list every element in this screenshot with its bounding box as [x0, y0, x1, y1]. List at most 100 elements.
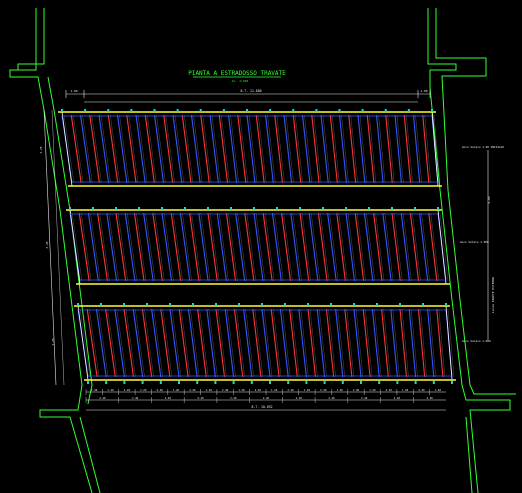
rib-edge: [219, 212, 229, 282]
group-dim-label: 2.40: [427, 396, 434, 400]
rib-edge: [193, 114, 203, 184]
node-marker: [391, 207, 393, 210]
node-marker: [184, 207, 186, 210]
rib-line: [179, 212, 191, 282]
rib-line: [133, 212, 145, 282]
rib-line: [390, 308, 398, 378]
rib-edge: [292, 212, 302, 282]
rib-line: [400, 212, 410, 282]
rib-edge: [337, 308, 345, 378]
rib-line: [163, 114, 174, 184]
node-marker: [207, 207, 209, 210]
rib-line: [132, 308, 144, 378]
rib-edge: [378, 114, 386, 184]
rib-edge: [184, 114, 194, 184]
bottom-node-marker: [323, 381, 326, 384]
bottom-node-marker: [305, 381, 308, 384]
bottom-node-marker: [105, 381, 108, 384]
rib-edge: [144, 308, 154, 378]
rib-edge: [375, 212, 385, 282]
rib-line: [151, 308, 162, 378]
node-marker: [307, 303, 309, 306]
segment-dim-label: 2.40: [255, 388, 262, 392]
rib-line: [329, 114, 338, 184]
rib-line: [412, 114, 421, 184]
rib-edge: [191, 212, 202, 282]
node-marker: [199, 109, 202, 112]
bottom-node-marker: [341, 381, 344, 384]
rib-line: [237, 114, 247, 184]
node-marker: [299, 207, 301, 210]
rib-edge: [73, 114, 84, 184]
rib-line: [436, 308, 444, 378]
bottom-node-marker: [432, 381, 435, 384]
scale-note: Sc. 1:100: [232, 79, 248, 83]
rib-line: [97, 212, 108, 282]
rib-line: [225, 212, 237, 282]
rib-line: [338, 114, 348, 184]
rib-line: [357, 114, 366, 184]
rib-edge: [209, 212, 220, 282]
node-marker: [330, 303, 332, 306]
rib-line: [105, 308, 116, 378]
rib-edge: [174, 114, 184, 184]
bottom-node-marker: [414, 381, 417, 384]
rib-line: [153, 114, 165, 184]
rib-line: [394, 114, 402, 184]
segment-dim-label: 1.20: [271, 388, 278, 392]
rib-edge: [91, 114, 102, 184]
rib-edge: [211, 114, 221, 184]
segment-dim-label: 1.20: [206, 388, 213, 392]
rib-edge: [117, 212, 128, 282]
bottom-node-marker: [232, 381, 235, 384]
rib-edge: [341, 114, 349, 184]
rib-line: [227, 114, 238, 184]
group-dim-label: 2.40: [296, 396, 303, 400]
left-wall-return: [17, 8, 45, 70]
rib-edge: [403, 212, 412, 282]
rib-edge: [328, 308, 336, 378]
rib-line: [348, 114, 357, 184]
rib-line: [152, 212, 163, 282]
rib-edge: [147, 114, 157, 184]
rib-line: [373, 212, 383, 282]
bottom-total-dim: 8.T. 10.052: [251, 405, 272, 409]
rib-edge: [285, 114, 294, 184]
rib-edge: [236, 308, 245, 378]
rib-edge: [295, 114, 303, 184]
rib-line: [87, 212, 99, 282]
rib-edge: [365, 308, 373, 378]
segment-dim-label: 1.20: [402, 388, 409, 392]
rib-edge: [173, 212, 183, 282]
rib-line: [422, 114, 430, 184]
rib-edge: [136, 212, 147, 282]
group-dim-label: 2.40: [230, 396, 237, 400]
segment-dim-label: 1.20: [435, 388, 442, 392]
rib-line: [187, 308, 198, 378]
rib-edge: [300, 308, 309, 378]
segment-dim-label: 2.40: [353, 388, 360, 392]
rib-line: [271, 212, 282, 282]
rib-line: [403, 114, 412, 184]
node-marker: [422, 303, 424, 306]
rib-line: [325, 308, 335, 378]
rib-edge: [346, 308, 355, 378]
node-marker: [161, 207, 163, 210]
right-vertical-dim: Linea PARETE ESTERNA: [491, 277, 495, 313]
rib-line: [243, 308, 253, 378]
rib-line: [290, 212, 301, 282]
rib-edge: [199, 308, 209, 378]
rib-line: [362, 308, 371, 378]
rib-edge: [265, 212, 275, 282]
rib-line: [181, 114, 192, 184]
drawing-title: PIANTA A ESTRADOSSO TRAVATE: [188, 70, 286, 77]
node-marker: [284, 303, 286, 306]
rib-edge: [369, 114, 377, 184]
rib-line: [178, 308, 189, 378]
group-dim-label: 2.40: [197, 396, 204, 400]
rib-line: [409, 212, 420, 282]
node-marker: [437, 207, 439, 210]
node-marker: [246, 109, 248, 112]
rib-edge: [202, 114, 212, 184]
